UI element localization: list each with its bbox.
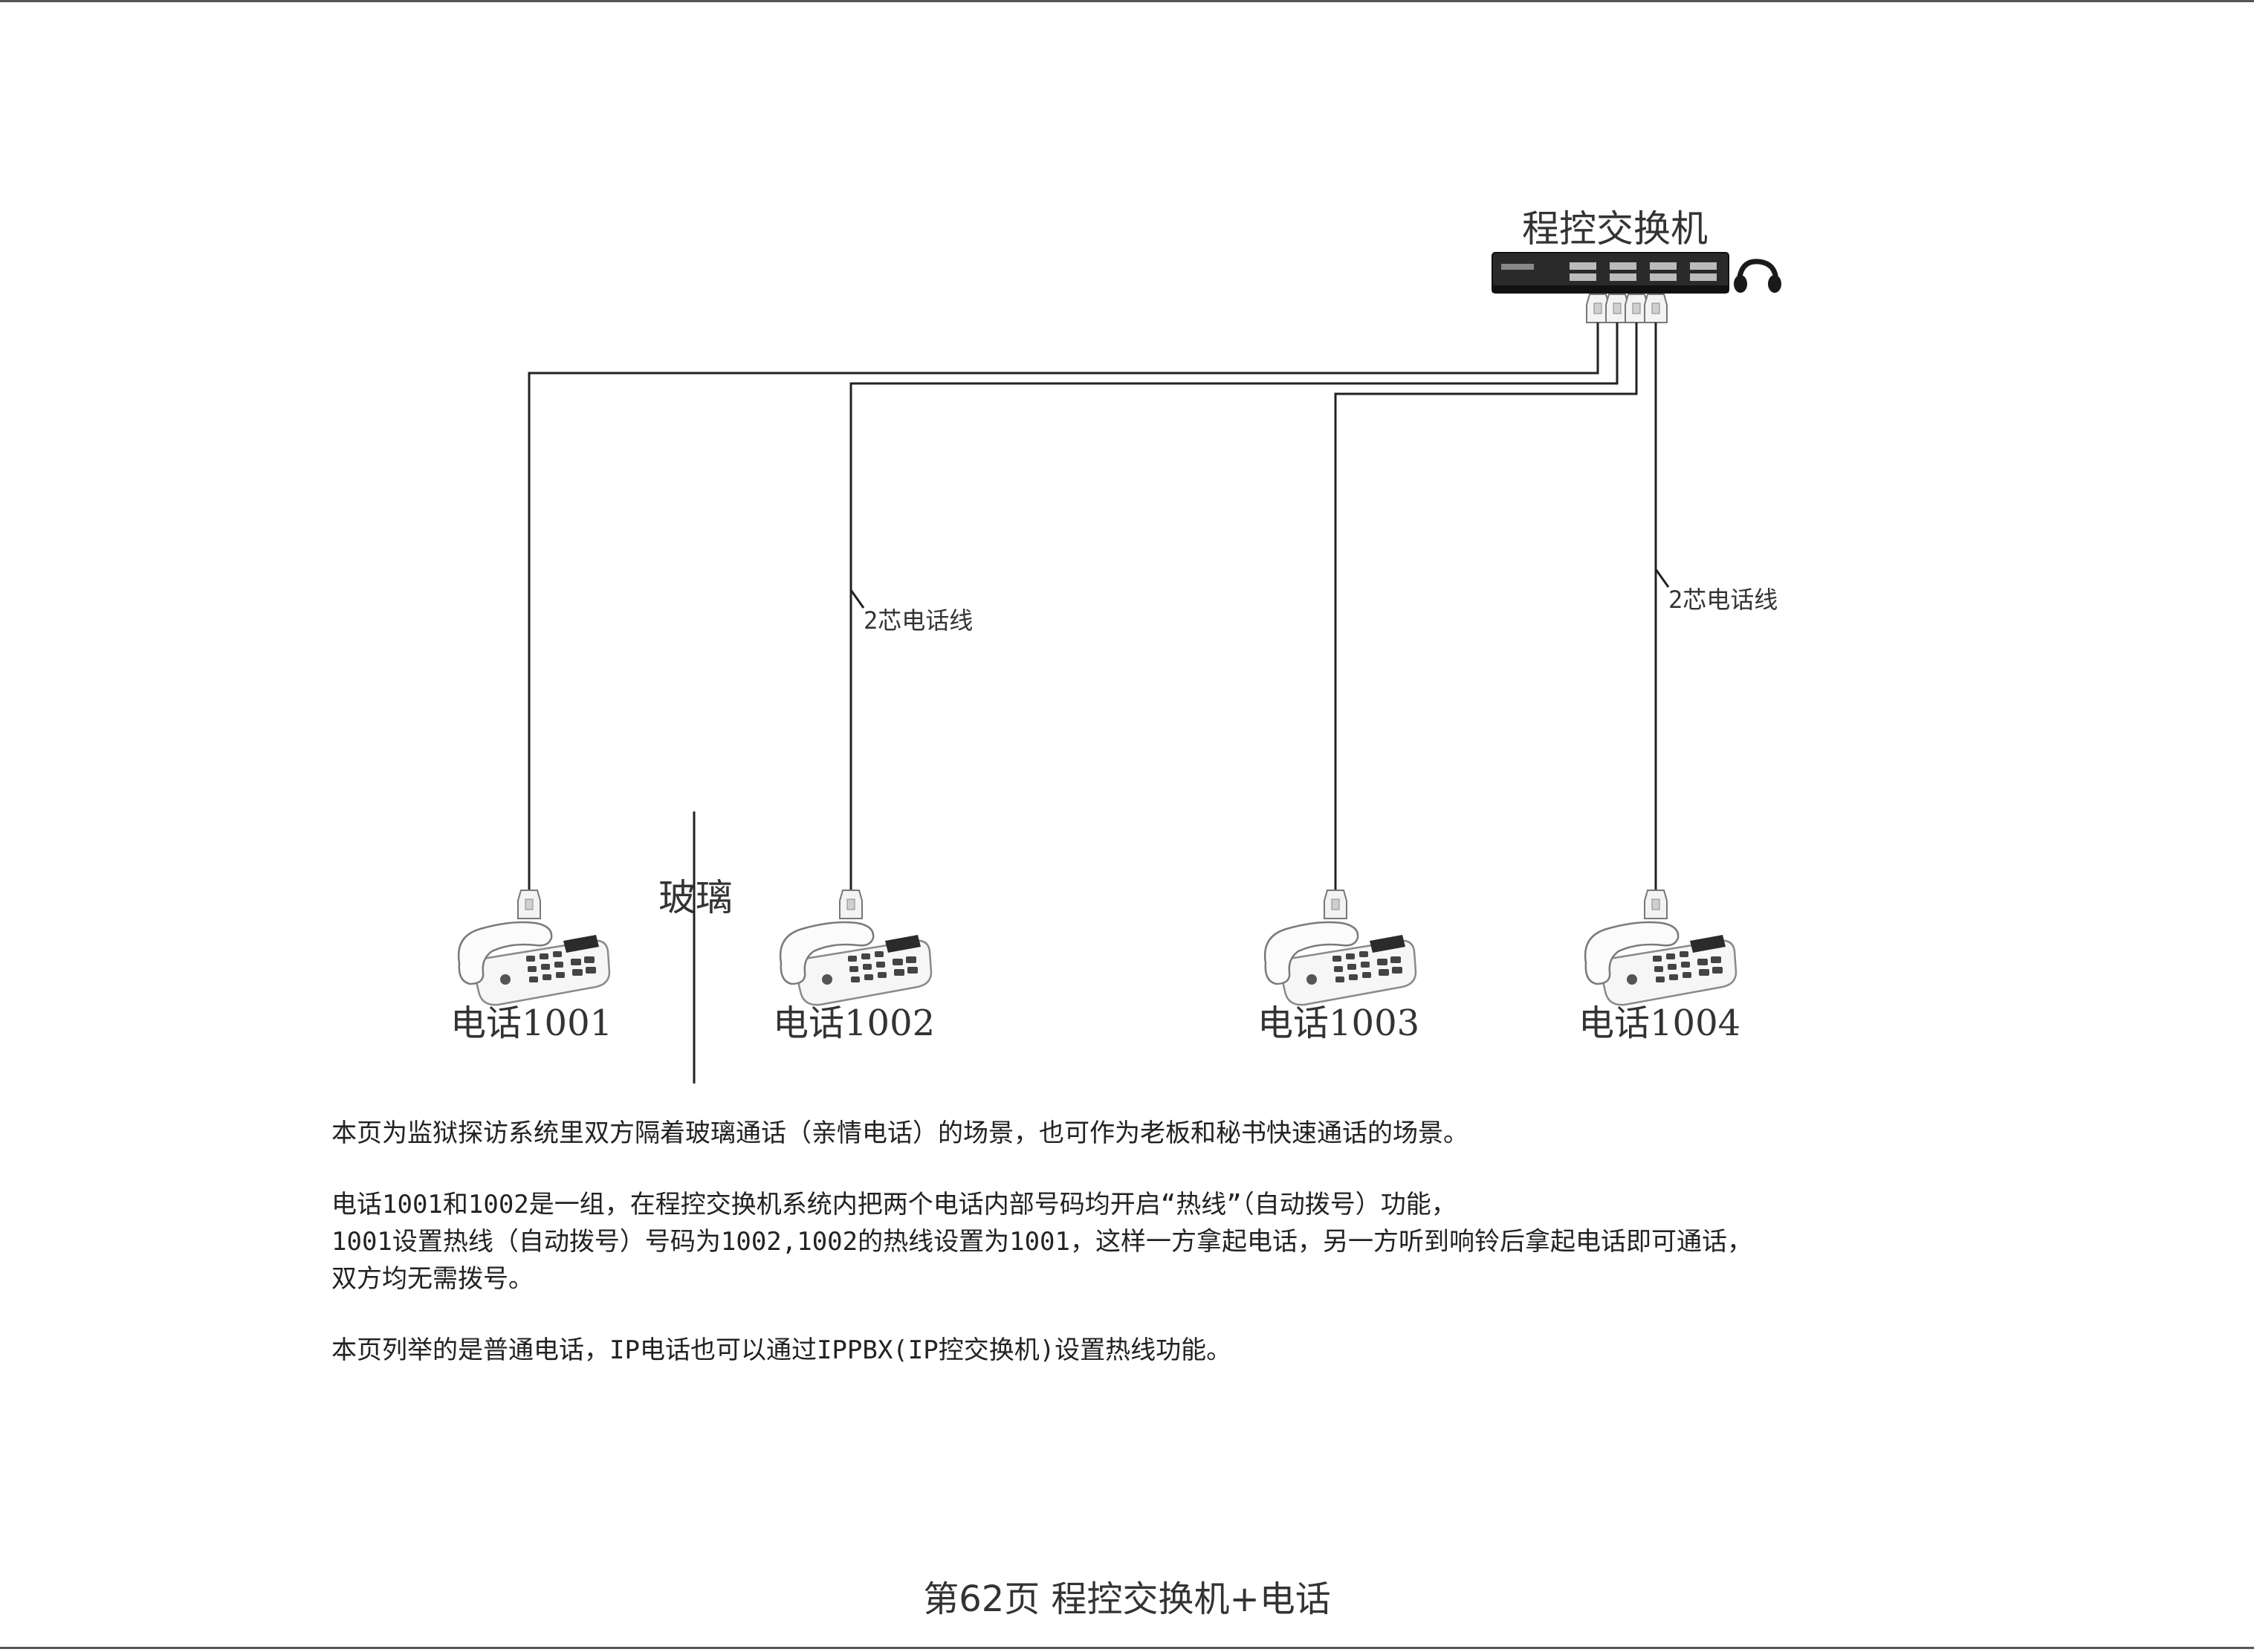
pbx-switch-icon [1492, 252, 1729, 294]
description-line: 电话1001和1002是一组，在程控交换机系统内把两个电话内部号码均开启“热线”… [331, 1190, 1457, 1219]
description-line: 本页为监狱探访系统里双方隔着玻璃通话（亲情电话）的场景，也可作为老板和秘书快速通… [331, 1118, 1468, 1148]
description-line: 本页列举的是普通电话，IP电话也可以通过IPPBX(IP控交换机)设置热线功能。 [331, 1335, 1232, 1365]
headset-icon [1734, 259, 1781, 293]
glass-label: 玻璃 [658, 876, 733, 919]
phone-label-1001: 电话1001 [450, 1002, 613, 1044]
page-footer: 第62页 程控交换机+电话 [923, 1578, 1331, 1620]
wire-label-leader-1 [849, 589, 865, 609]
switch-label: 程控交换机 [1522, 207, 1708, 250]
desk-phone-icon [1584, 921, 1738, 1006]
phone-label-1003: 电话1003 [1257, 1002, 1420, 1044]
desk-phone-icon [457, 921, 611, 1006]
wire-1001 [528, 323, 1599, 892]
wire-1003 [1334, 323, 1638, 892]
top-border [0, 0, 2254, 2]
desk-phone-icon [779, 921, 933, 1006]
phone-label-1002: 电话1002 [773, 1002, 936, 1044]
wire-label-leader-2 [1654, 569, 1670, 588]
wire-label: 2芯电话线 [864, 606, 974, 635]
wire-label: 2芯电话线 [1668, 586, 1778, 614]
description-line: 1001设置热线（自动拨号）号码为1002,1002的热线设置为1001，这样一… [331, 1227, 1752, 1257]
telephone-wires [528, 323, 1670, 892]
bottom-border [0, 1647, 2254, 1649]
switch-port-connectors [1586, 294, 1668, 323]
description-text: 本页为监狱探访系统里双方隔着玻璃通话（亲情电话）的场景，也可作为老板和秘书快速通… [331, 1115, 1966, 1369]
wire-1002 [849, 323, 1619, 892]
desk-phone-icon [1263, 921, 1417, 1006]
description-line: 双方均无需拨号。 [331, 1264, 534, 1294]
phone-label-1004: 电话1004 [1578, 1002, 1741, 1044]
